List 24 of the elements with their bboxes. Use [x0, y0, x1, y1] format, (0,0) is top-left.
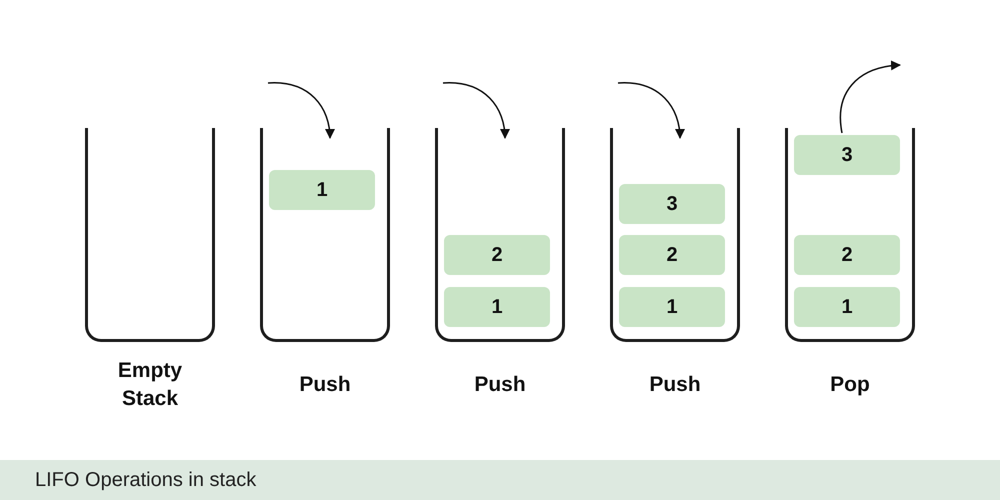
stack-container [85, 128, 215, 342]
curved-arrow [443, 82, 510, 139]
stack-element: 3 [619, 184, 725, 224]
stack-element: 3 [794, 135, 900, 175]
stack-container [260, 128, 390, 342]
curved-arrow [618, 82, 684, 139]
curved-arrow [840, 60, 901, 134]
stack-element: 1 [619, 287, 725, 327]
operation-label: Empty Stack [116, 358, 184, 412]
stack-element: 2 [619, 235, 725, 275]
stack-container [610, 128, 740, 342]
operation-label: Push [648, 372, 702, 398]
curved-arrow [268, 82, 334, 139]
caption: LIFO Operations in stack [35, 469, 256, 492]
stack-container [785, 128, 915, 342]
stack-element: 1 [444, 287, 550, 327]
stack-container [435, 128, 565, 342]
stack-element: 1 [269, 170, 375, 210]
stack-element: 1 [794, 287, 900, 327]
operation-label: Push [473, 372, 527, 398]
operation-label: Push [298, 372, 352, 398]
operation-label: Pop [829, 372, 871, 398]
stack-element: 2 [444, 235, 550, 275]
stack-element: 2 [794, 235, 900, 275]
